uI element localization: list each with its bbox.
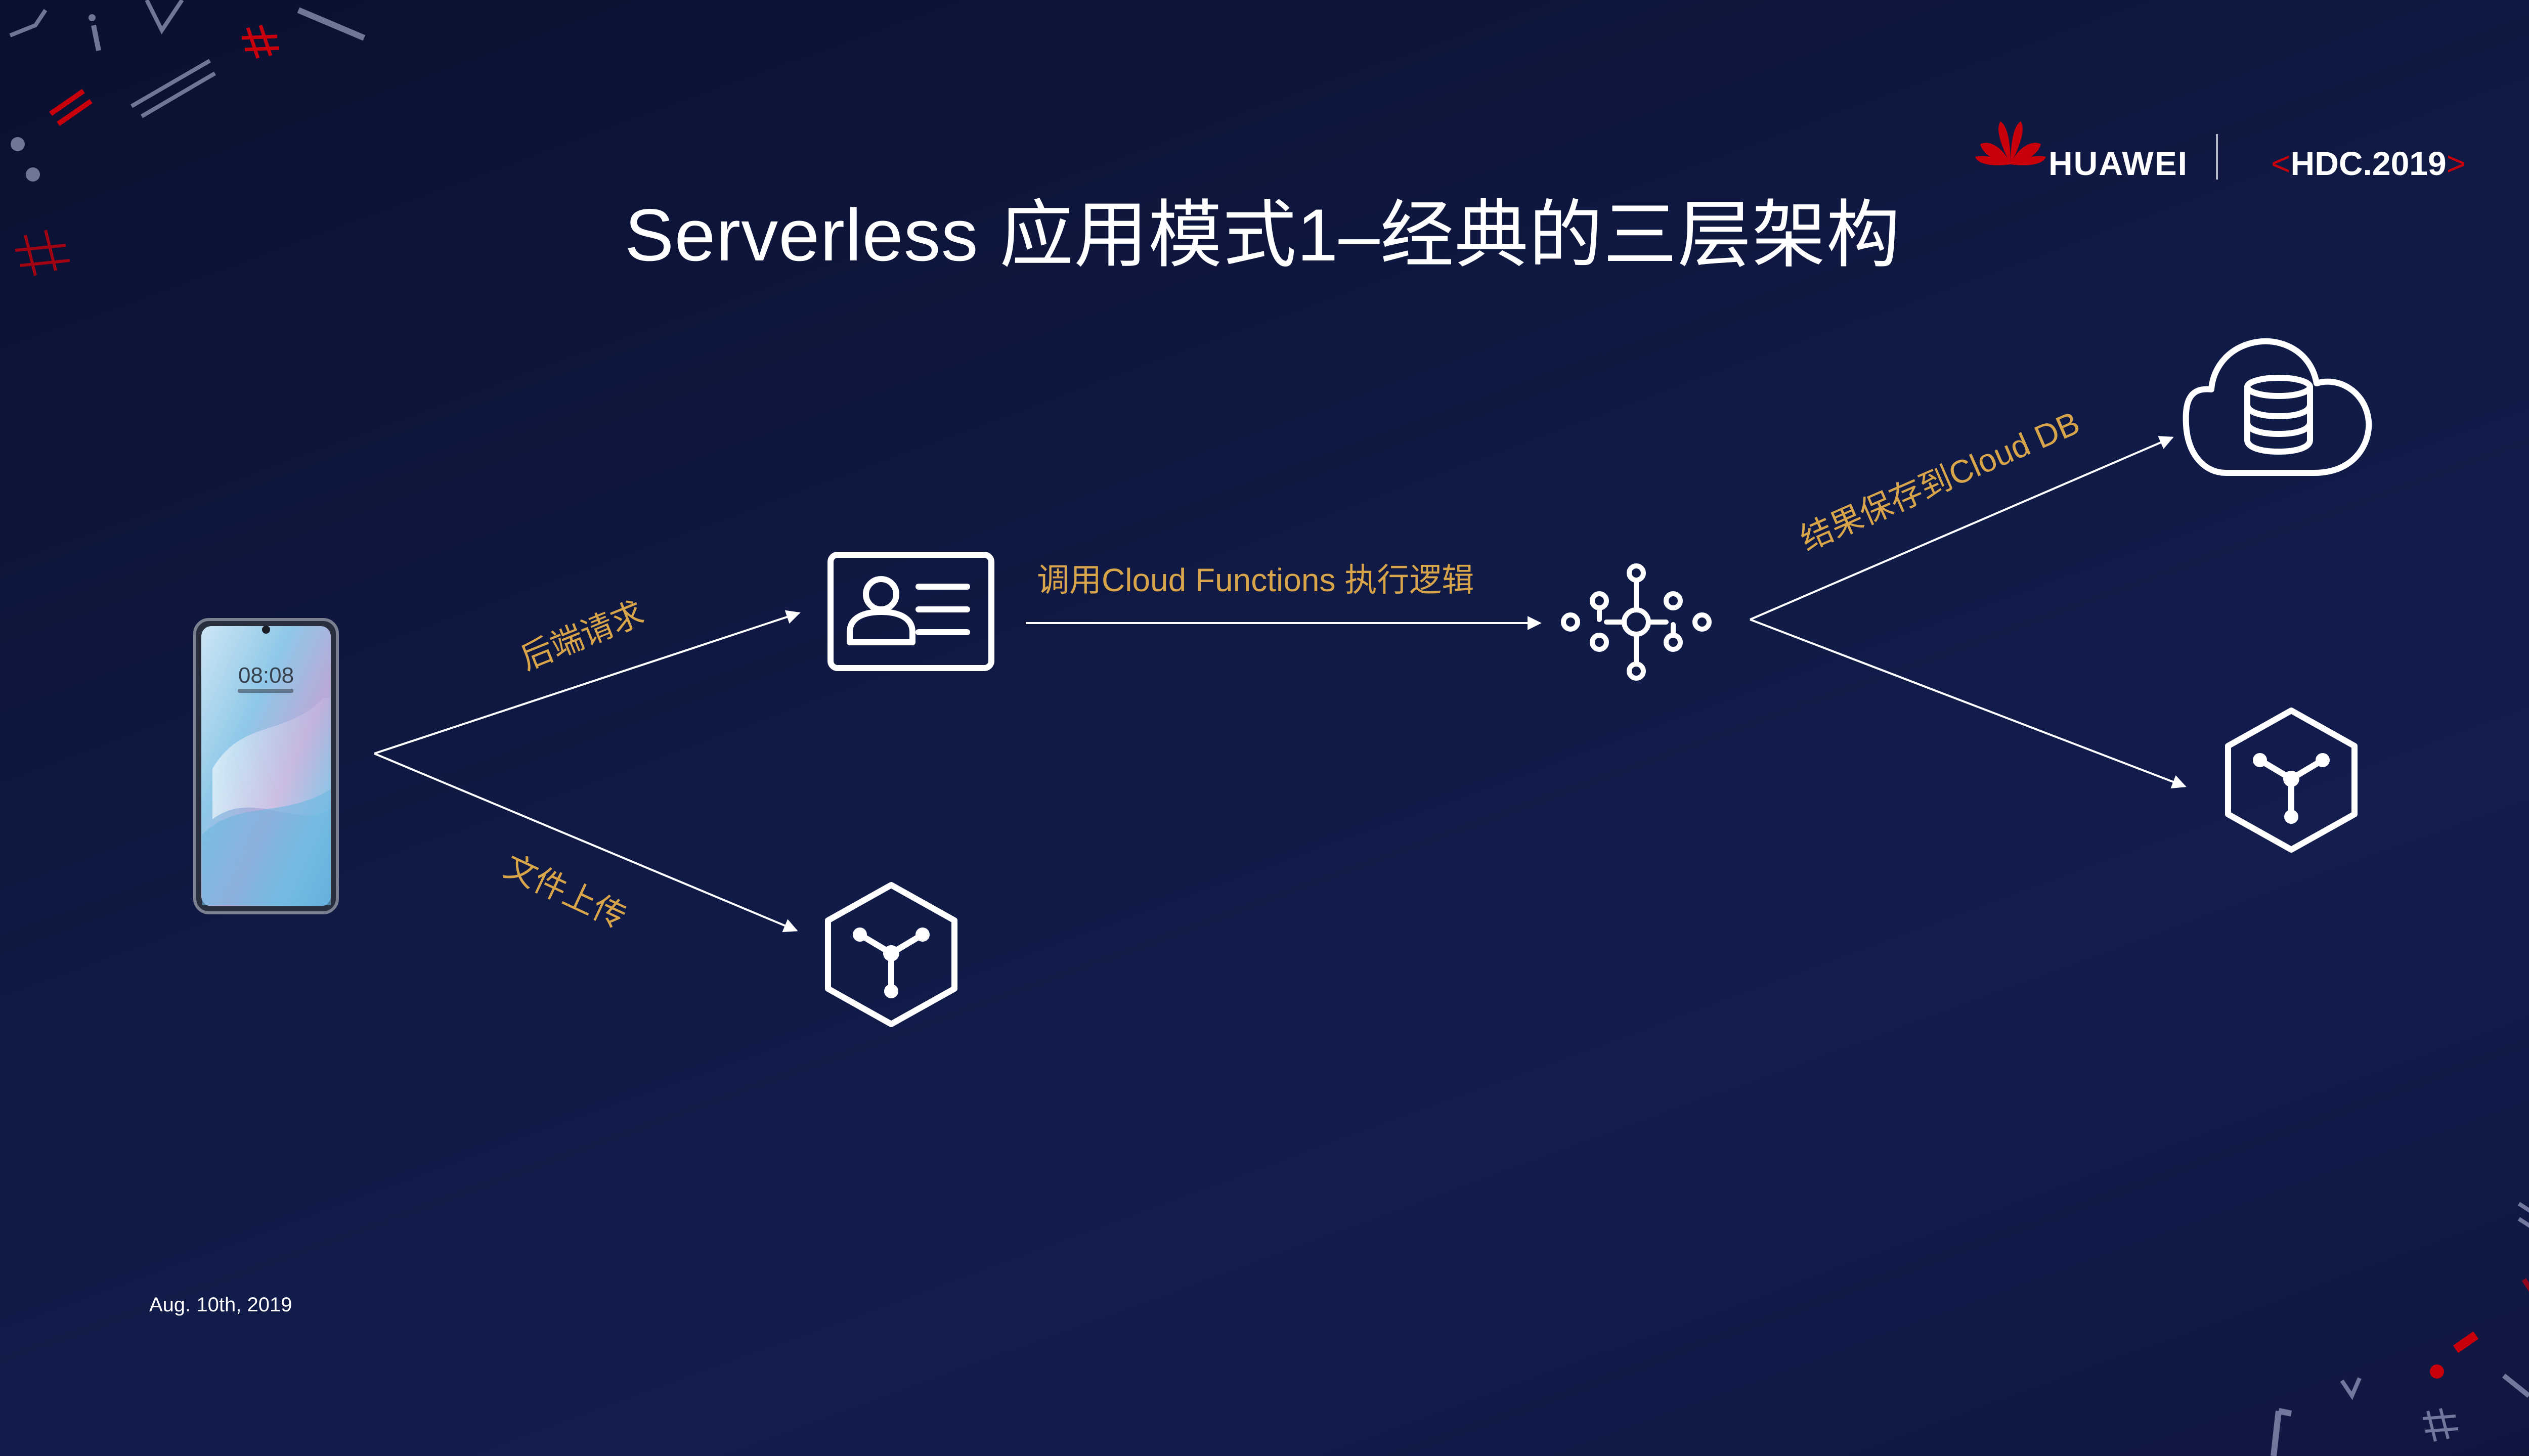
connector-lines: [374, 436, 2187, 933]
slide-date: Aug. 10th, 2019: [149, 1294, 292, 1316]
function-graph-icon: [1561, 563, 1712, 681]
decor-bottom-red: [2430, 1331, 2479, 1379]
huawei-logo-icon: [1975, 121, 2046, 165]
brand-name: HUAWEI: [2048, 145, 2188, 182]
decor-red-marks: [15, 24, 280, 276]
arrow-to-storage-left: [374, 753, 798, 933]
arrow-to-database: [1750, 436, 2174, 621]
brand-event-name: HDC.2019: [2290, 145, 2447, 182]
brand-event: <HDC.2019>: [2271, 147, 2466, 180]
slide-title: Serverless 应用模式1–经典的三层架构: [625, 194, 1901, 276]
bracket-right: >: [2446, 145, 2466, 182]
smartphone-icon: 08:08: [193, 618, 339, 914]
arrow-to-storage-right: [1750, 619, 2187, 789]
label-call-functions: 调用Cloud Functions 执行逻辑: [1037, 562, 1474, 598]
hexagon-node-icon-left: [825, 882, 957, 1027]
arrow-to-gateway: [374, 610, 801, 755]
cloud-database-icon: [2183, 338, 2372, 476]
phone-clock: 08:08: [238, 663, 294, 688]
decor-top-left: [9, 0, 366, 182]
bracket-left: <: [2271, 145, 2291, 182]
hexagon-node-icon-right: [2225, 708, 2358, 853]
id-card-icon: [827, 552, 994, 671]
decor-bottom-right: [2271, 1202, 2529, 1456]
